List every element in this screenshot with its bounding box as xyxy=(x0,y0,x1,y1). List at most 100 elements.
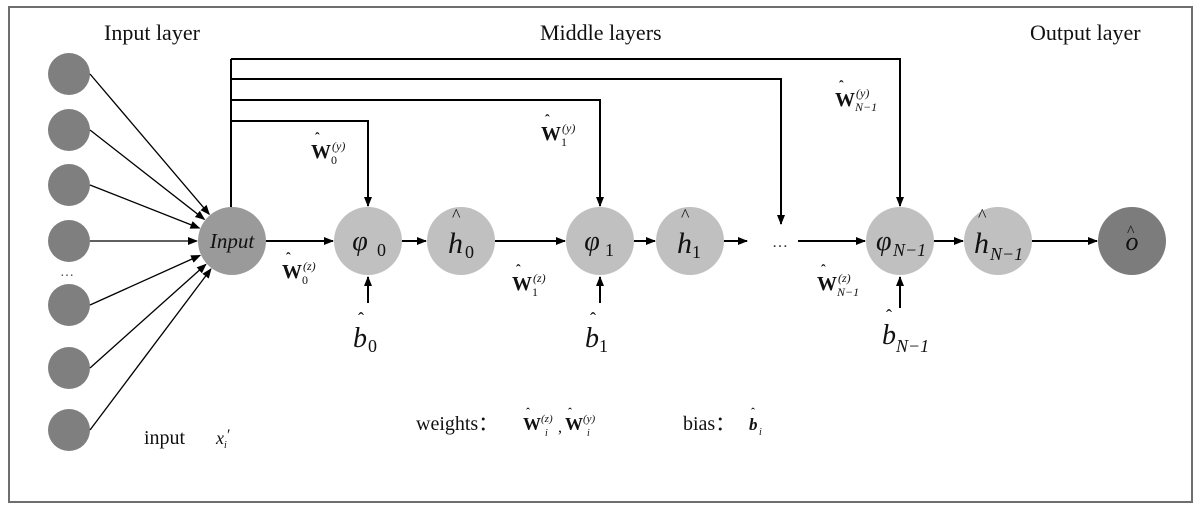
wz-0-subscript: 0 xyxy=(302,273,308,287)
legend-weights-wy-subscript: i xyxy=(587,428,590,439)
wz-1-symbol: W xyxy=(512,273,532,295)
phi-n-1-symbol: φ xyxy=(876,226,892,257)
input-node xyxy=(48,109,90,151)
legend-weights-wy-superscript: (y) xyxy=(583,413,596,425)
bias-label-n-1: ˆ b N−1 xyxy=(882,306,929,356)
legend-input-text: input xyxy=(144,427,186,449)
phi-0-subscript: 0 xyxy=(377,240,386,260)
wy-1-symbol: W xyxy=(541,123,561,145)
bias-label-0: ˆ b 0 xyxy=(353,309,377,356)
h-n-1-symbol: h xyxy=(974,227,989,260)
input-connection-arrow xyxy=(89,254,202,306)
wy-n-1-symbol: W xyxy=(835,89,855,111)
weight-y-label-n-1: W ˆ (y) N−1 xyxy=(835,79,877,114)
legend-input-symbol: x xyxy=(215,428,224,448)
wy-n-1-subscript: N−1 xyxy=(854,100,877,114)
b-0-subscript: 0 xyxy=(368,336,377,356)
bias-label-1: ˆ b 1 xyxy=(585,309,608,356)
input-node xyxy=(48,164,90,206)
b-1-symbol: b xyxy=(585,323,599,354)
hub-node-label: Input xyxy=(209,229,255,253)
h-1-hat: ^ xyxy=(681,205,690,225)
h-0-symbol: h xyxy=(448,227,463,260)
wz-n-1-superscript: (z) xyxy=(838,271,851,285)
wz-1-subscript: 1 xyxy=(532,285,538,299)
legend-input-subscript: i xyxy=(224,440,227,451)
wz-0-hat: ˆ xyxy=(286,251,291,266)
wy-0-subscript: 0 xyxy=(331,153,337,167)
legend-weights-wy-symbol: W xyxy=(565,414,583,434)
wz-n-1-symbol: W xyxy=(817,273,837,295)
weight-y-label-0: W ˆ (y) 0 xyxy=(311,131,345,167)
output-node: ^ o xyxy=(1098,207,1166,275)
legend-weights-wy-hat: ˆ xyxy=(568,405,572,419)
input-connection-arrow xyxy=(89,263,207,369)
wy-n-1-superscript: (y) xyxy=(856,86,869,100)
phi-node-1: φ 1 xyxy=(566,207,634,275)
b-n-1-hat: ˆ xyxy=(886,306,892,326)
legend-bias-text: bias： xyxy=(683,413,735,435)
skip-connection-to-phi-0 xyxy=(231,120,372,207)
input-node xyxy=(48,220,90,262)
wy-1-superscript: (y) xyxy=(562,121,575,135)
b-0-hat: ˆ xyxy=(358,309,364,329)
h-1-symbol: h xyxy=(677,227,692,260)
skip-connection-to-ellipsis xyxy=(231,78,785,225)
h-0-hat: ^ xyxy=(452,205,461,225)
input-connection-arrow xyxy=(89,268,212,431)
skip-connection-to-phi-1 xyxy=(231,99,604,207)
wz-1-superscript: (z) xyxy=(533,271,546,285)
wy-1-hat: ˆ xyxy=(545,113,550,128)
b-n-1-subscript: N−1 xyxy=(895,336,929,356)
h-n-1-subscript: N−1 xyxy=(989,244,1023,264)
output-hat: ^ xyxy=(1127,223,1135,240)
wz-0-symbol: W xyxy=(282,261,302,283)
weight-z-label-1: W ˆ (z) 1 xyxy=(512,263,546,299)
phi-0-symbol: φ xyxy=(352,226,368,257)
input-ellipsis: … xyxy=(60,265,74,280)
input-node xyxy=(48,53,90,95)
legend-weights-wz-hat: ˆ xyxy=(526,405,530,419)
legend-bias-subscript: i xyxy=(759,427,762,438)
input-layer xyxy=(48,53,212,451)
b-1-hat: ˆ xyxy=(590,309,596,329)
legend-input-prime: ′ xyxy=(226,427,230,444)
skip-connections xyxy=(230,58,904,225)
input-connection-arrow xyxy=(89,184,201,229)
weight-z-label-0: W ˆ (z) 0 xyxy=(282,251,316,287)
legend-bias-hat: ˆ xyxy=(751,405,755,419)
h-n-1-hat: ^ xyxy=(978,205,987,225)
input-node xyxy=(48,284,90,326)
legend-weights: weights： W ˆ (z) i , W ˆ (y) i xyxy=(416,405,596,439)
input-node xyxy=(48,409,90,451)
heading-input-layer: Input layer xyxy=(104,20,201,45)
input-connection-arrow xyxy=(89,129,206,221)
h-0-subscript: 0 xyxy=(465,242,474,262)
legend-weights-separator: , xyxy=(558,419,562,436)
legend-input: input x ′ i xyxy=(144,427,230,451)
legend-weights-wz-symbol: W xyxy=(523,414,541,434)
phi-1-subscript: 1 xyxy=(605,240,614,260)
wy-n-1-hat: ˆ xyxy=(839,79,844,94)
wz-0-superscript: (z) xyxy=(303,259,316,273)
phi-1-symbol: φ xyxy=(584,226,600,257)
h-node-0: ^ h 0 xyxy=(427,205,495,275)
h-node-1: ^ h 1 xyxy=(656,205,724,275)
hub-node-input: Input xyxy=(198,207,266,275)
legend-bias-symbol: b xyxy=(749,415,758,434)
phi-node-n-1: φ N−1 xyxy=(866,207,934,275)
phi-n-1-subscript: N−1 xyxy=(892,240,926,260)
legend-weights-wz-superscript: (z) xyxy=(541,413,553,425)
heading-output-layer: Output layer xyxy=(1030,20,1141,45)
wy-0-hat: ˆ xyxy=(315,131,320,146)
input-node xyxy=(48,347,90,389)
weight-z-label-n-1: W ˆ (z) N−1 xyxy=(817,263,859,299)
heading-middle-layers: Middle layers xyxy=(540,20,662,45)
wz-n-1-subscript: N−1 xyxy=(836,285,859,299)
wz-1-hat: ˆ xyxy=(516,263,521,278)
weight-y-label-1: W ˆ (y) 1 xyxy=(541,113,575,149)
legend-bias: bias： ˆ b i xyxy=(683,405,762,438)
skip-connection-to-phi-n-1 xyxy=(231,58,904,207)
b-0-symbol: b xyxy=(353,323,367,354)
